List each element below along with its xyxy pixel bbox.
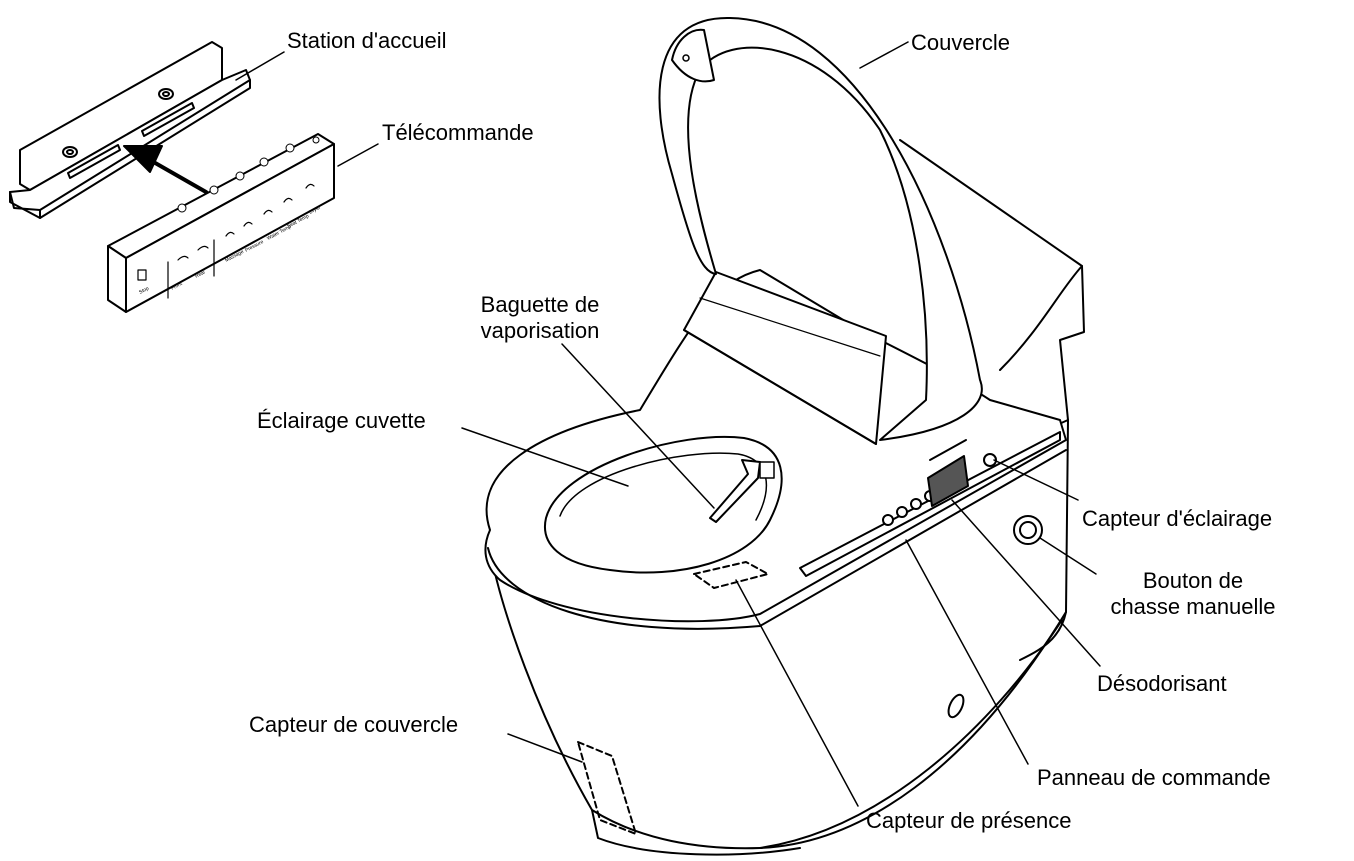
label-flush-button-line2: chasse manuelle — [1110, 594, 1276, 619]
arrow-head-icon — [123, 145, 163, 173]
insert-arrow — [148, 158, 208, 194]
light-sensor-icon — [983, 453, 997, 467]
remote-button-label: Dryer — [308, 205, 322, 216]
label-deodorizer: Désodorisant — [1097, 671, 1227, 696]
toilet-body-drawing — [484, 139, 1085, 856]
label-presence-sensor: Capteur de présence — [866, 808, 1072, 833]
label-remote: Télécommande — [382, 120, 534, 145]
lid-sensor-outline — [577, 741, 637, 835]
lid-drawing — [658, 16, 983, 461]
presence-sensor-outline — [693, 561, 769, 589]
label-lid: Couvercle — [911, 30, 1011, 55]
remote-button-label: Rear — [194, 269, 207, 280]
label-bowl-light: Éclairage cuvette — [257, 408, 426, 433]
label-spray-wand-line2: vaporisation — [480, 318, 600, 343]
label-flush-button-line1: Bouton de — [1142, 568, 1244, 593]
label-docking-station: Station d'accueil — [287, 28, 447, 53]
deodorizer-mesh — [927, 455, 969, 507]
label-control-panel: Panneau de commande — [1037, 765, 1271, 790]
docking-station-drawing — [9, 41, 251, 219]
label-spray-wand-line1: Baguette de — [480, 292, 600, 317]
label-flush-button: Bouton de chasse manuelle — [1098, 568, 1288, 620]
label-light-sensor: Capteur d'éclairage — [1082, 506, 1273, 531]
label-spray-wand: Baguette de vaporisation — [440, 292, 640, 344]
remote-control-drawing — [107, 133, 335, 313]
remote-button-label: Front — [170, 281, 184, 292]
remote-button-label: Stop — [138, 286, 150, 296]
label-lid-sensor: Capteur de couvercle — [249, 712, 459, 737]
leader-lines — [235, 41, 1101, 807]
